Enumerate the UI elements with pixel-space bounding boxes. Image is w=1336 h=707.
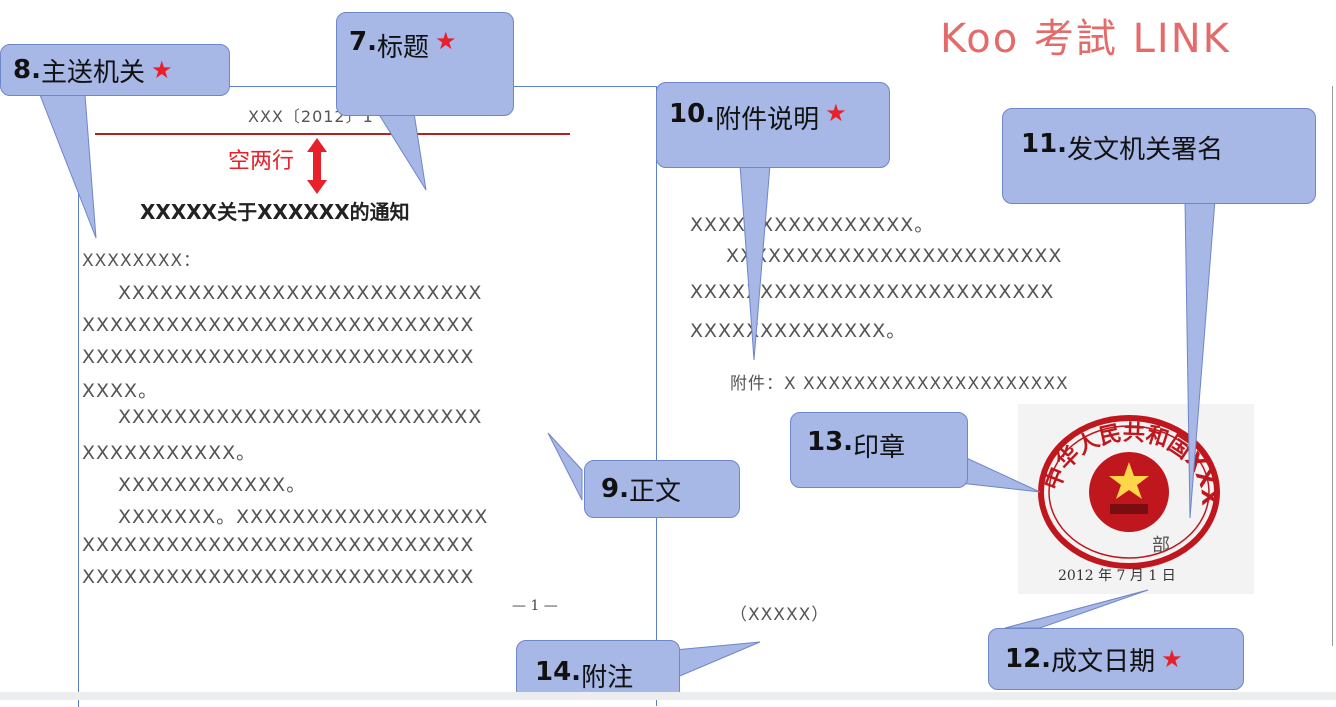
star-icon: ★ [825,99,847,127]
callout-label: 印章 [853,433,906,463]
callout-number: 11. [1021,129,1068,159]
callout-number: 7. [349,27,377,57]
body-line: XXXXXXXXXXXXXXXXXXXXXXXXXXXX [82,534,475,556]
callout-number: 13. [807,427,854,457]
body-line: XXXXXXXXXXXXXXXXXXXXXXXX [726,245,1063,267]
gap-arrow-icon [307,138,327,194]
body-line: XXXXXXXXXXXXXX。 [690,320,907,342]
callout-label: 成文日期 [1051,646,1156,677]
body-line: XXXXXXXXXXXX。 [118,474,307,496]
red-divider [95,133,570,135]
callout-attachment-note: 10.附件说明★ [656,82,890,168]
callout-annotation: 14.附注 [516,640,680,700]
callout-number: 9. [601,474,629,504]
callout-main-recipient: 8.主送机关★ [0,44,230,96]
koo-logo: Koo 考試 LINK [940,16,1231,62]
callout-label: 正文 [628,476,681,507]
document-title: XXXXX关于XXXXXX的通知 [140,200,410,224]
callout-label: 标题 [376,33,429,63]
gap-note: 空两行 [228,149,295,174]
body-line: XXXXXXXXXXXXXXXXXXXXXXXXXX [118,406,483,428]
star-icon: ★ [1161,645,1183,673]
body-line: XXXXXXX。XXXXXXXXXXXXXXXXXX [118,506,489,528]
star-icon: ★ [434,27,457,55]
page-edge [1332,86,1333,646]
callout-number: 10. [669,99,716,129]
bottom-strip [0,692,1336,700]
callout-body: 9.正文 [584,460,740,518]
callout-label: 附件说明 [715,105,820,135]
signature-text: 部 [1152,535,1170,556]
callout-issuer-signature: 11.发文机关署名 [1002,108,1316,204]
body-line: XXXXXXXXXXXXXXXXXXXXXXXXXXXX [82,314,475,336]
date-text: 2012 年 7 月 1 日 [1058,568,1176,584]
left-page [78,86,657,707]
body-line: XXXX。 [82,380,159,402]
callout-label: 发文机关署名 [1067,135,1224,165]
callout-title: 7.标题★ [336,12,514,116]
note-text: （XXXXX） [730,605,830,625]
recipient-line: XXXXXXXX： [82,251,202,271]
callout-label: 附注 [581,663,634,693]
body-line: XXXXXXXXXXXXXXXXXXXXXXXXXXXX [82,566,475,588]
callout-number: 14. [535,657,582,687]
body-line: XXXXXXXXXXXXXXXXXXXXXXXXXXXX [82,346,475,368]
body-line: XXXXXXXXXXXXXXXXXXXXXXXXXX [118,282,483,304]
attachment-line: 附件：X XXXXXXXXXXXXXXXXXXXXX [730,374,1069,394]
page-number: — 1 — [512,598,558,614]
body-line: XXXXXXXXXXX。 [82,442,257,464]
callout-label: 主送机关 [40,57,145,88]
callout-number: 8. [13,55,41,85]
body-line: XXXXXXXXXXXXXXXXXXXXXXXXXX [690,281,1055,303]
callout-seal: 13.印章 [790,412,968,488]
callout-number: 12. [1005,644,1052,674]
star-icon: ★ [150,56,173,84]
callout-date: 12.成文日期★ [988,628,1244,690]
